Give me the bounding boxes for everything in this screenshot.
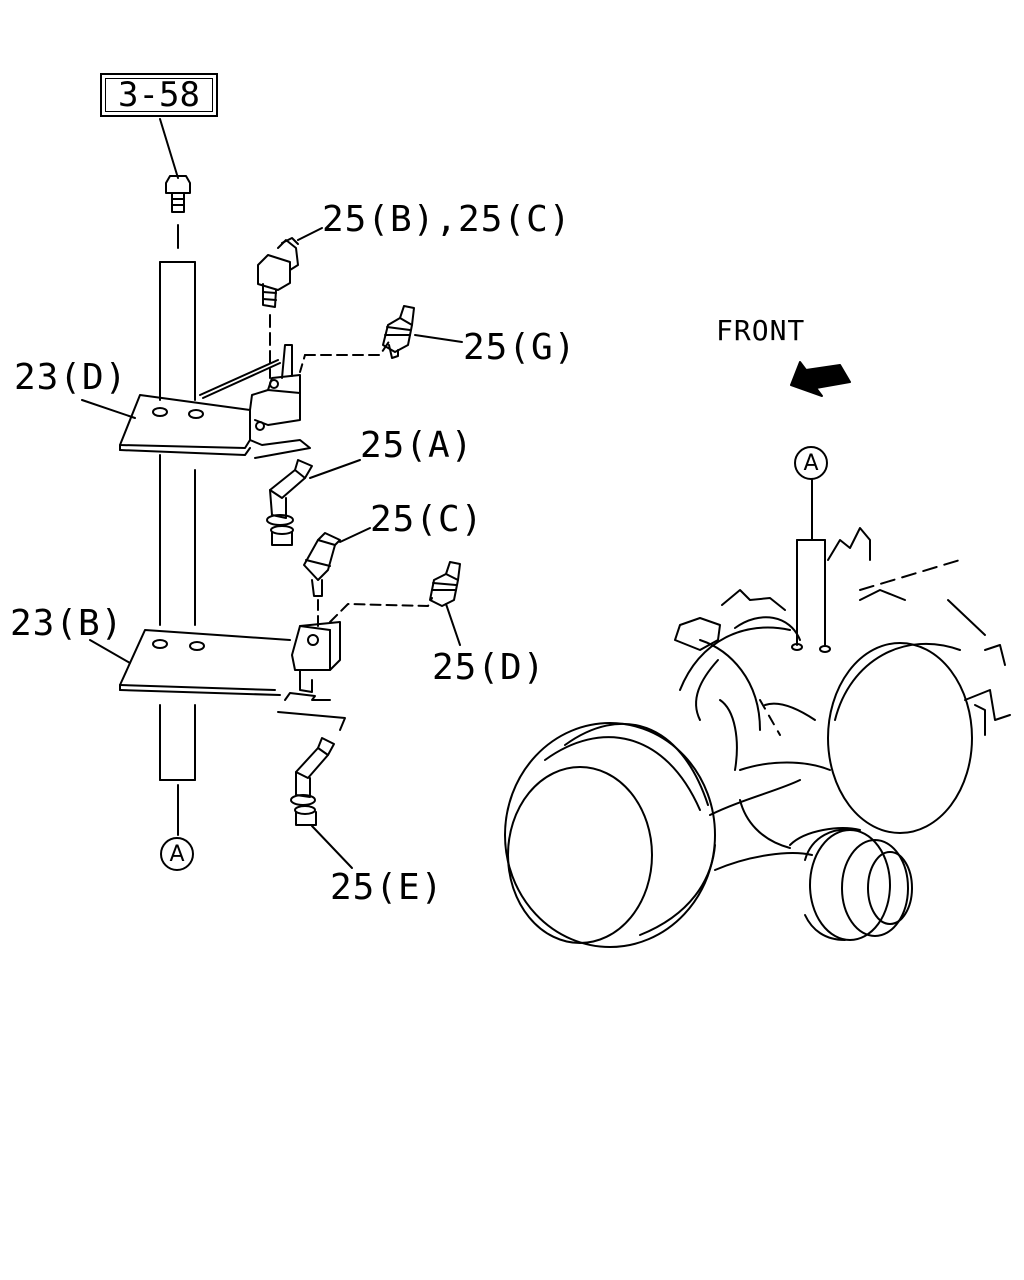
fitting-25g (382, 305, 415, 359)
fitting-25d (429, 561, 461, 607)
leader-25e (311, 825, 353, 869)
leader-23b (89, 639, 131, 664)
reference-box: 3-58 (100, 73, 218, 117)
bracket-23d (119, 344, 311, 459)
dashed-link-25g (304, 339, 391, 356)
leader-25a (309, 459, 361, 479)
leader-25c (339, 527, 371, 543)
tube-lower (159, 704, 196, 781)
leader-25d (445, 603, 461, 646)
label-25e: 25(E) (330, 867, 444, 908)
label-25g: 25(G) (463, 327, 577, 368)
fitting-25a (266, 459, 313, 546)
right-tube (791, 539, 831, 653)
fitting-25bc (257, 237, 299, 308)
axle-housing (504, 527, 1011, 948)
label-23b: 23(B) (10, 603, 124, 644)
fitting-25c (303, 532, 341, 597)
dashed-link-25d (329, 597, 433, 623)
label-25bc: 25(B),25(C) (322, 199, 572, 240)
bolt (165, 175, 191, 213)
front-label: FRONT (716, 314, 806, 347)
tube-middle (159, 454, 196, 626)
marker-a-left: A (160, 837, 194, 871)
label-25c: 25(C) (370, 499, 484, 540)
leader-25g (414, 334, 463, 343)
tube-upper (159, 261, 196, 401)
ref-leader-line (159, 118, 179, 179)
label-25a: 25(A) (360, 425, 474, 466)
leader-23d (81, 399, 136, 419)
label-23d: 23(D) (14, 357, 128, 398)
label-25d: 25(D) (432, 647, 546, 688)
bracket-23b (119, 621, 346, 731)
fitting-25e (290, 737, 335, 826)
marker-a-right: A (794, 446, 828, 480)
leader-25bc (297, 227, 323, 241)
dashed-link-23d (299, 354, 306, 373)
front-arrow (790, 361, 851, 397)
